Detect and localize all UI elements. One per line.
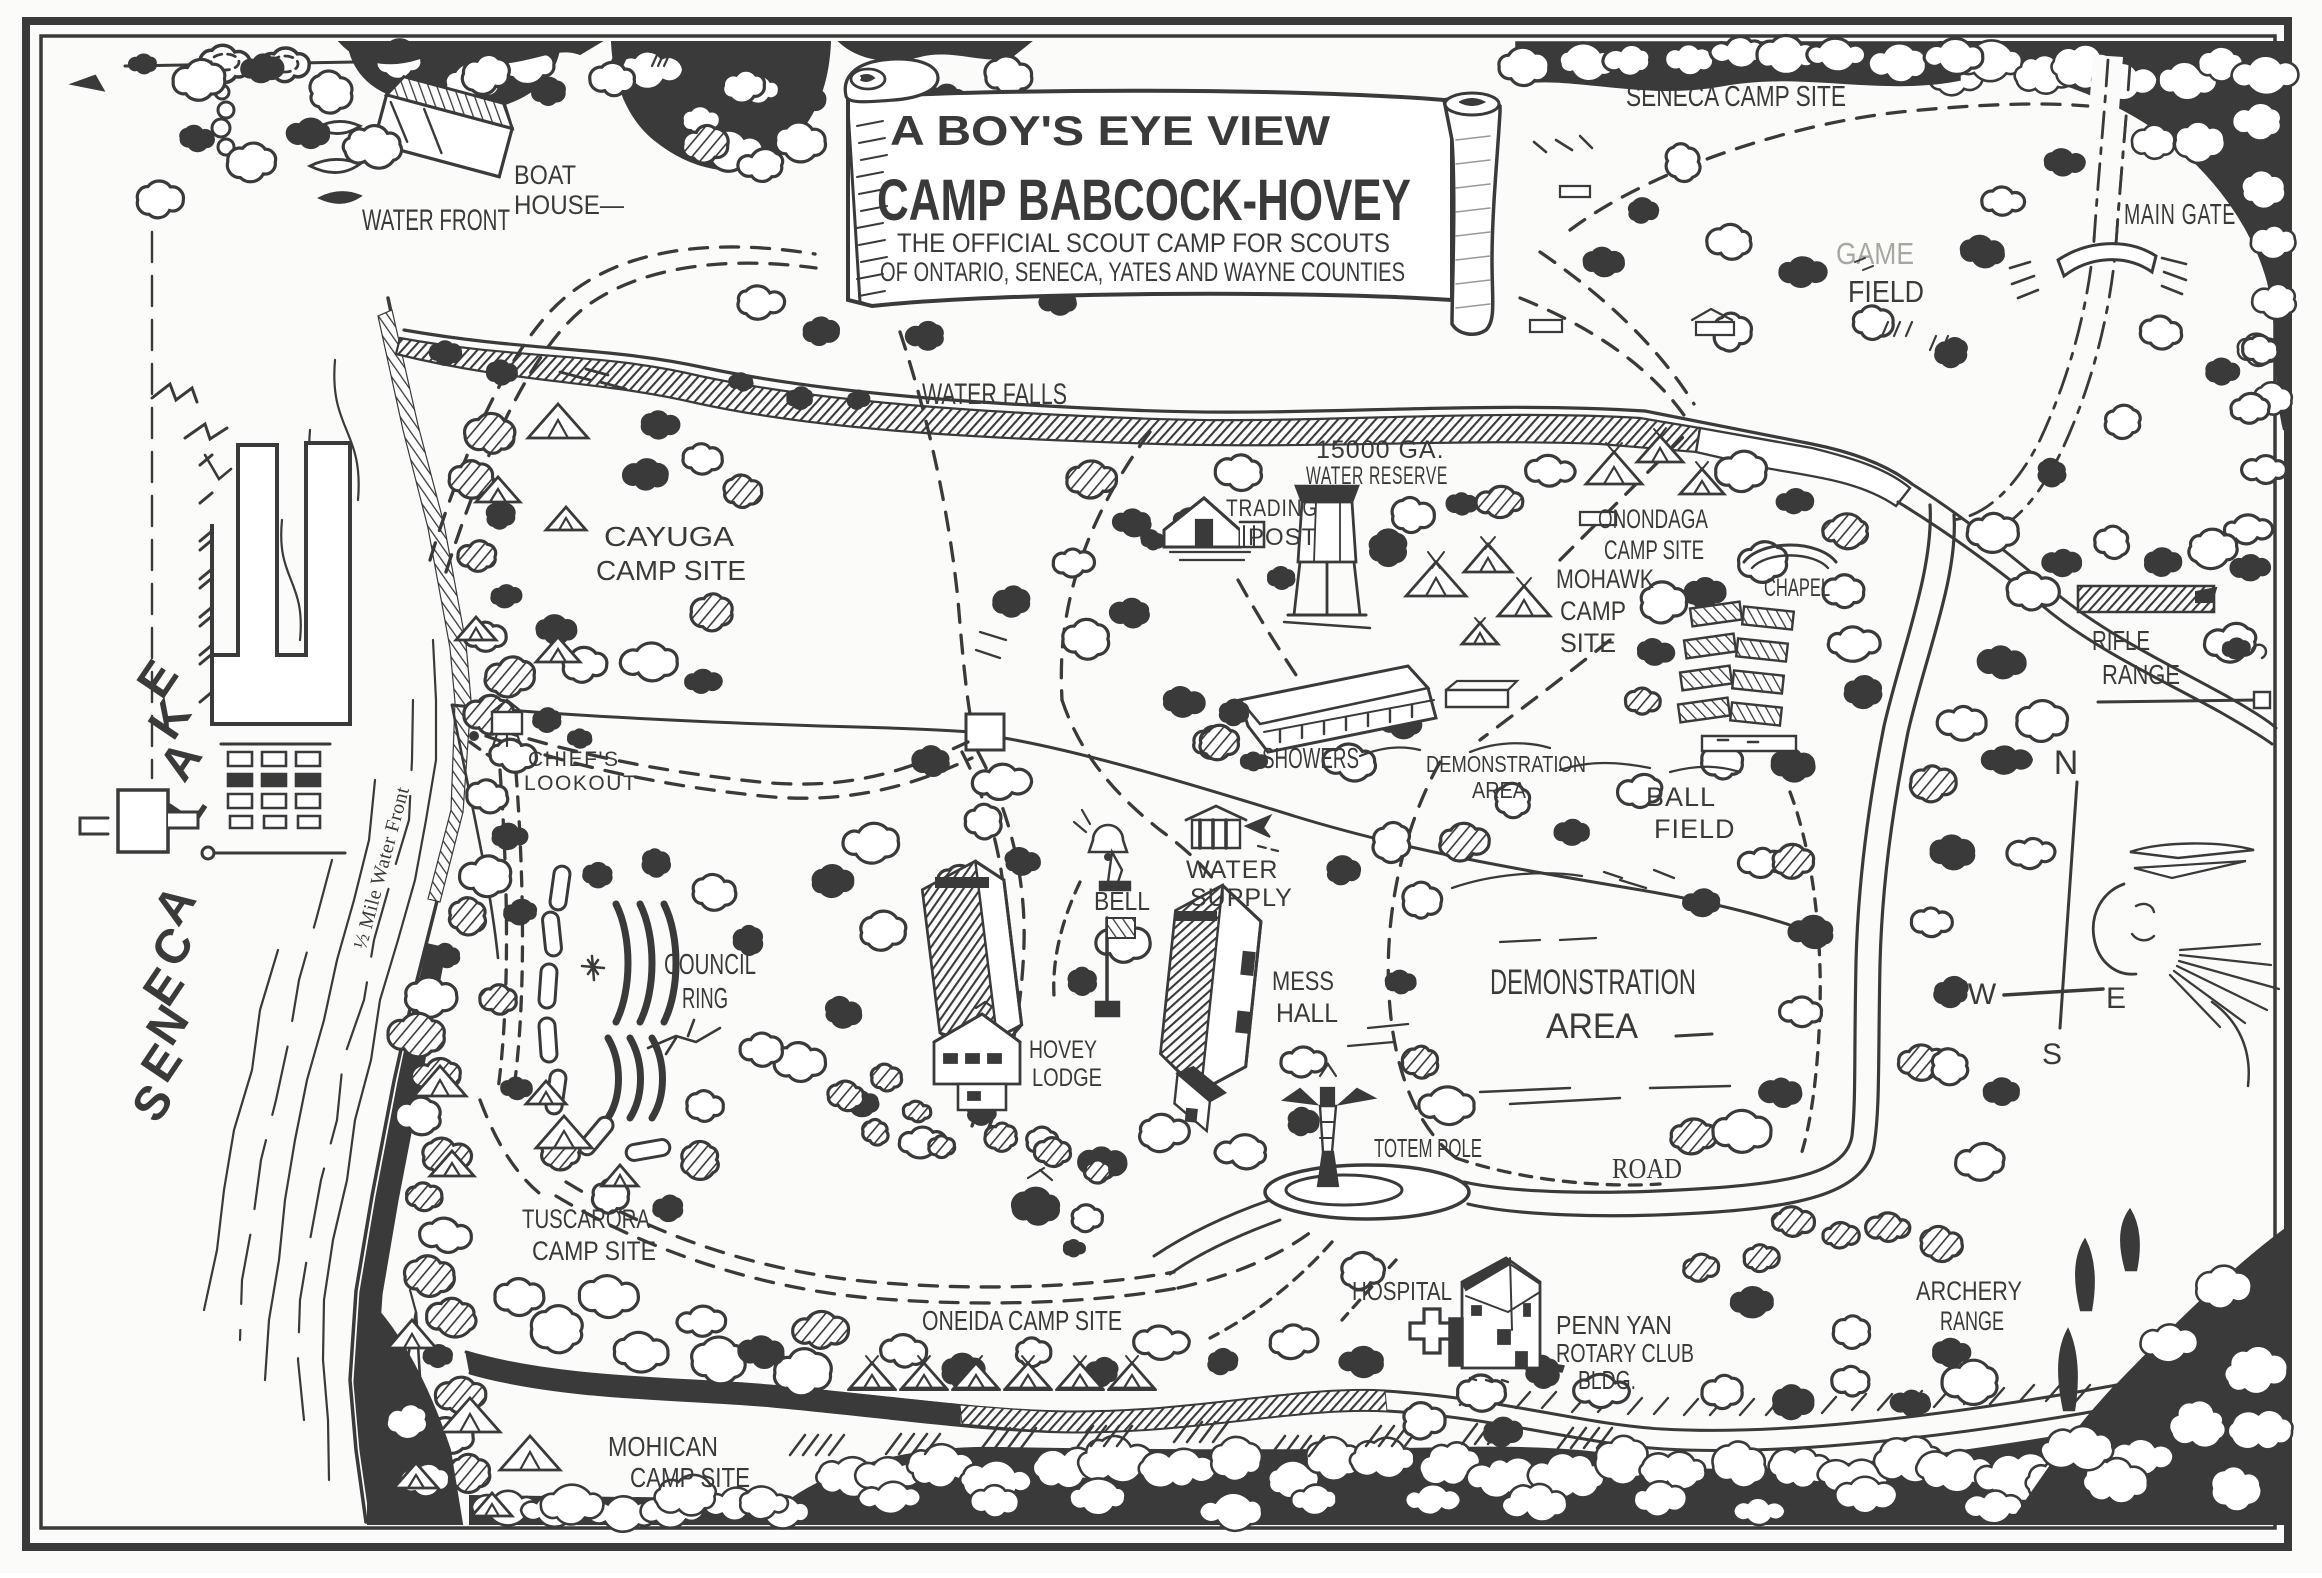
svg-text:CAYUGA: CAYUGA <box>604 521 734 552</box>
svg-text:15000 GA.: 15000 GA. <box>1316 436 1445 464</box>
svg-text:CAMP BABCOCK-HOVEY: CAMP BABCOCK-HOVEY <box>877 168 1411 233</box>
svg-text:THE OFFICIAL SCOUT CAMP FOR SC: THE OFFICIAL SCOUT CAMP FOR SCOUTS <box>897 228 1390 258</box>
svg-text:ONEIDA CAMP SITE: ONEIDA CAMP SITE <box>922 1305 1122 1336</box>
svg-text:MAIN GATE: MAIN GATE <box>2124 199 2236 231</box>
svg-text:CAMP SITE: CAMP SITE <box>532 1236 656 1266</box>
svg-text:FIELD: FIELD <box>1848 274 1924 309</box>
svg-text:WATER FRONT: WATER FRONT <box>362 204 510 237</box>
svg-text:MESS: MESS <box>1272 966 1334 996</box>
svg-text:RING: RING <box>682 983 728 1015</box>
svg-text:ROTARY CLUB: ROTARY CLUB <box>1556 1338 1694 1368</box>
svg-text:CAMP SITE: CAMP SITE <box>630 1462 750 1493</box>
svg-text:AREA: AREA <box>1546 1007 1639 1046</box>
svg-text:SUPPLY: SUPPLY <box>1190 884 1293 912</box>
svg-text:RANGE: RANGE <box>1940 1306 2004 1336</box>
svg-text:TUSCARORA: TUSCARORA <box>522 1204 650 1234</box>
svg-text:MOHAWK: MOHAWK <box>1556 564 1654 594</box>
svg-text:GAME: GAME <box>1836 236 1914 271</box>
svg-text:S: S <box>2042 1038 2062 1071</box>
svg-text:HALL: HALL <box>1276 998 1338 1028</box>
svg-text:HOSPITAL: HOSPITAL <box>1352 1276 1452 1306</box>
svg-text:CAMP: CAMP <box>1560 596 1626 626</box>
svg-text:COUNCIL: COUNCIL <box>664 949 756 981</box>
svg-text:FIELD: FIELD <box>1654 814 1736 844</box>
svg-text:ONONDAGA: ONONDAGA <box>1598 504 1708 534</box>
svg-text:AREA: AREA <box>1472 777 1527 803</box>
svg-text:HOVEY: HOVEY <box>1029 1036 1097 1064</box>
svg-text:TRADING: TRADING <box>1226 495 1318 522</box>
svg-text:LOOKOUT: LOOKOUT <box>524 772 637 795</box>
svg-text:ROAD: ROAD <box>1612 1154 1682 1185</box>
svg-text:W: W <box>1968 978 1997 1011</box>
svg-text:CHAPEL: CHAPEL <box>1764 574 1830 602</box>
svg-text:BELL: BELL <box>1094 886 1150 916</box>
svg-text:SITE: SITE <box>1560 628 1616 658</box>
svg-text:TOTEM POLE: TOTEM POLE <box>1374 1133 1482 1163</box>
svg-text:WATER: WATER <box>1186 856 1279 884</box>
svg-text:BOAT: BOAT <box>514 160 576 190</box>
svg-text:OF ONTARIO, SENECA, YATES AND: OF ONTARIO, SENECA, YATES AND WAYNE COUN… <box>880 257 1405 287</box>
svg-text:A BOY'S EYE VIEW: A BOY'S EYE VIEW <box>890 107 1330 154</box>
svg-text:E: E <box>2106 982 2126 1015</box>
svg-text:BLDG.: BLDG. <box>1578 1365 1636 1395</box>
svg-text:SHOWERS: SHOWERS <box>1262 743 1359 775</box>
svg-text:LODGE: LODGE <box>1032 1064 1102 1092</box>
svg-text:DEMONSTRATION: DEMONSTRATION <box>1490 963 1696 1002</box>
svg-text:RANGE: RANGE <box>2102 659 2180 690</box>
svg-text:RIFLE: RIFLE <box>2092 625 2150 656</box>
svg-text:POST: POST <box>1248 524 1317 551</box>
svg-text:DEMONSTRATION: DEMONSTRATION <box>1426 751 1586 777</box>
svg-text:CAMP SITE: CAMP SITE <box>1604 535 1704 565</box>
svg-text:N: N <box>2054 744 2079 782</box>
svg-text:WATER RESERVE: WATER RESERVE <box>1306 462 1448 490</box>
svg-text:PENN YAN: PENN YAN <box>1556 1310 1672 1340</box>
svg-text:WATER FALLS: WATER FALLS <box>922 378 1067 411</box>
svg-text:MOHICAN: MOHICAN <box>608 1431 718 1462</box>
svg-text:CHIEF'S: CHIEF'S <box>528 748 620 771</box>
svg-text:SENECA CAMP SITE: SENECA CAMP SITE <box>1626 81 1846 113</box>
svg-text:ARCHERY: ARCHERY <box>1916 1276 2022 1306</box>
svg-text:BALL: BALL <box>1646 782 1716 812</box>
svg-text:CAMP SITE: CAMP SITE <box>596 555 746 586</box>
svg-text:HOUSE—: HOUSE— <box>514 190 624 220</box>
